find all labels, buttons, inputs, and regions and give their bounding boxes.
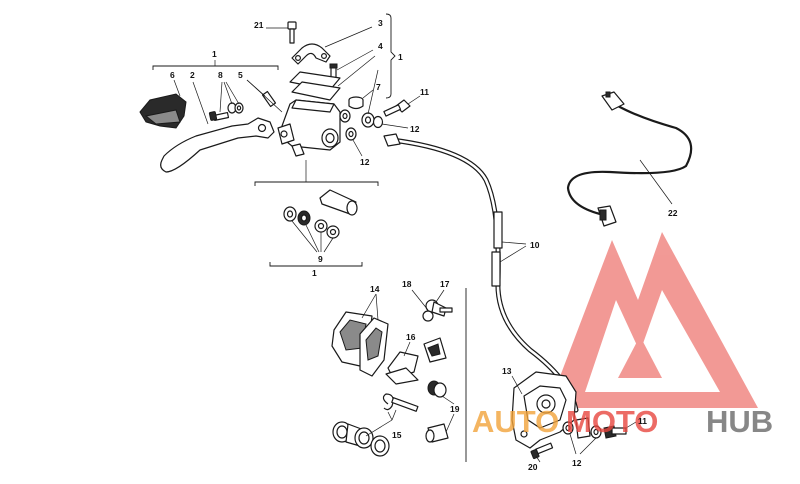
- banjo-bolt-part-11-top: [383, 95, 421, 117]
- callout-14: 14: [370, 284, 380, 294]
- callout-11-top: 11: [420, 87, 429, 97]
- callout-8: 8: [218, 70, 223, 80]
- watermark-word-auto: AUTO: [472, 404, 559, 439]
- callout-21: 21: [254, 20, 264, 30]
- bolt-part-20: [530, 442, 554, 463]
- bleed-screw-part-18-17: [411, 289, 453, 322]
- callout-3: 3: [378, 18, 383, 28]
- pivot-pin-part-5: [246, 79, 283, 113]
- callout-9: 9: [318, 254, 323, 264]
- brake-pads-part-14: [331, 293, 389, 377]
- callout-1-top-left: 1: [212, 49, 217, 59]
- watermark-word-moto: MOTO: [566, 404, 658, 439]
- callout-7: 7: [376, 82, 381, 92]
- bracket-group-top-left: [152, 65, 279, 70]
- callout-19: 19: [450, 404, 460, 414]
- callout-5: 5: [238, 70, 243, 80]
- callout-4: 4: [378, 41, 383, 51]
- pad-spring-part-16: [385, 337, 447, 385]
- piston-kit-part-9: [283, 189, 358, 253]
- callout-11-bottom: 11: [638, 416, 647, 426]
- callout-1-right: 1: [398, 52, 403, 62]
- reservoir-screws: [329, 49, 374, 79]
- callout-20: 20: [528, 462, 538, 472]
- callout-12-middle: 12: [360, 157, 370, 167]
- callout-16: 16: [406, 332, 416, 342]
- callout-17: 17: [440, 279, 450, 289]
- washers-upper: [339, 69, 409, 157]
- callout-22: 22: [668, 208, 678, 218]
- watermark-triangle-core: [618, 336, 662, 378]
- bracket-group-right: [385, 13, 396, 99]
- callout-15: 15: [392, 430, 402, 440]
- bushing-part-19: [425, 380, 455, 443]
- watermark-word-hub: HUB: [706, 404, 773, 439]
- handlebar-clamp-part-3: [291, 26, 373, 65]
- brake-hose-part-10: [383, 133, 579, 413]
- bracket-group-lower: [269, 262, 363, 267]
- callout-6: 6: [170, 70, 175, 80]
- callout-13: 13: [502, 366, 512, 376]
- pivot-bolt-part-8: [208, 81, 244, 121]
- callout-1-bottom: 1: [312, 268, 317, 278]
- watermark-wordmark: AUTO MOTO HUB: [472, 404, 773, 439]
- callout-2: 2: [190, 70, 195, 80]
- callout-12-bottom: 12: [572, 458, 582, 468]
- callout-labels: 1 1 1 2 3 4 5 6 7 8 9 10 11 11 12 12 12 …: [170, 18, 678, 472]
- callout-18: 18: [402, 279, 412, 289]
- lever-cover-part-6: [139, 79, 187, 129]
- sensor-cable-part-22: [566, 91, 693, 227]
- part-7-cap: [348, 89, 374, 110]
- reservoir-cover-part-4: [289, 55, 376, 101]
- watermark-triangle-inner: [585, 290, 720, 392]
- banjo-bolt-part-11-lower: [562, 417, 637, 455]
- bracket-group-middle: [254, 181, 379, 186]
- brake-lever-part-2: [160, 81, 275, 173]
- callout-10: 10: [530, 240, 540, 250]
- screw-part-21: [266, 21, 297, 44]
- caliper-body-part-13: [511, 371, 577, 449]
- watermark-logo: [548, 232, 758, 408]
- master-cylinder-body: [277, 99, 341, 157]
- callout-12-top: 12: [410, 124, 420, 134]
- pistons-and-pin-part-15: [332, 393, 419, 457]
